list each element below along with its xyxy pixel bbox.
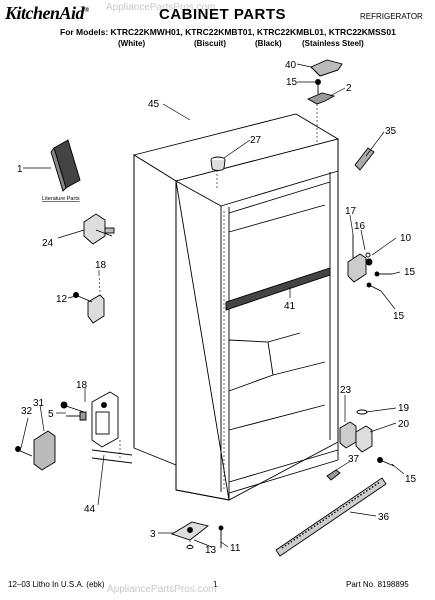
registered-mark: ® (84, 6, 89, 14)
callout-15: 15 (286, 77, 298, 88)
callout-18: 18 (95, 260, 107, 271)
leader-lines (20, 63, 405, 548)
callout-41: 41 (284, 301, 296, 312)
callout-10: 10 (400, 233, 412, 244)
callout-36: 36 (378, 512, 390, 523)
watermark-top: AppliancePartsPros.com (106, 2, 216, 13)
lower-hinge (337, 404, 395, 467)
callouts: 40 15 2 45 27 35 1 24 17 16 10 15 18 12 … (17, 60, 417, 556)
footer-print-info: 12–03 Litho In U.S.A. (ebk) (8, 580, 105, 589)
callout-11: 11 (230, 543, 241, 554)
bracket-24 (83, 213, 115, 245)
base-grille (275, 477, 387, 557)
screw-top (315, 79, 321, 94)
color-biscuit: (Biscuit) (194, 39, 226, 48)
model-list: For Models: KTRC22KMWH01, KTRC22KMBT01, … (60, 27, 396, 37)
callout-27: 27 (250, 135, 262, 146)
top-hinge (306, 92, 336, 142)
callout-35: 35 (385, 126, 397, 137)
callout-44: 44 (84, 504, 96, 515)
callout-12: 12 (56, 294, 68, 305)
callout-40: 40 (285, 60, 297, 71)
footer-page-number: 1 (213, 580, 218, 589)
color-white: (White) (118, 39, 146, 48)
callout-16: 16 (354, 221, 366, 232)
callout-13: 13 (205, 545, 217, 556)
door-bracket (15, 391, 133, 471)
brand-name: KitchenAid (5, 3, 85, 23)
callout-23: 23 (340, 385, 352, 396)
callout-24: 24 (42, 238, 54, 249)
product-type: REFRIGERATOR (360, 12, 423, 21)
page-title: CABINET PARTS (159, 6, 287, 23)
color-black: (Black) (255, 39, 282, 48)
callout-1: 1 (17, 164, 23, 175)
callout-45: 45 (148, 99, 160, 110)
callout-17: 17 (345, 206, 357, 217)
callout-19: 19 (398, 403, 410, 414)
callout-15: 15 (405, 474, 417, 485)
callout-2: 2 (346, 83, 352, 94)
watermark-bottom: AppliancePartsPros.com (107, 584, 217, 595)
center-hinge (347, 234, 392, 292)
callout-37: 37 (348, 454, 360, 465)
callout-5: 5 (48, 409, 54, 420)
hinge-pin-assembly (73, 273, 105, 324)
brand-logo: KitchenAid® (5, 3, 89, 24)
callout-15: 15 (404, 267, 416, 278)
callout-15: 15 (393, 311, 405, 322)
callout-20: 20 (398, 419, 410, 430)
knob-part (210, 156, 226, 190)
callout-32: 32 (21, 406, 33, 417)
footer-part-number: Part No. 8198895 (346, 580, 409, 589)
hinge-cap (310, 59, 343, 77)
divider-mullion (225, 267, 331, 311)
trim-piece (354, 147, 375, 171)
bottom-hinge (170, 521, 224, 549)
color-stainless: (Stainless Steel) (302, 39, 364, 48)
callout-31: 31 (33, 398, 45, 409)
callout-18: 18 (76, 380, 88, 391)
callout-3: 3 (150, 529, 156, 540)
literature-booklet (50, 139, 81, 192)
literature-parts-label: Literature Parts (42, 196, 80, 202)
cabinet-shell (132, 113, 340, 501)
